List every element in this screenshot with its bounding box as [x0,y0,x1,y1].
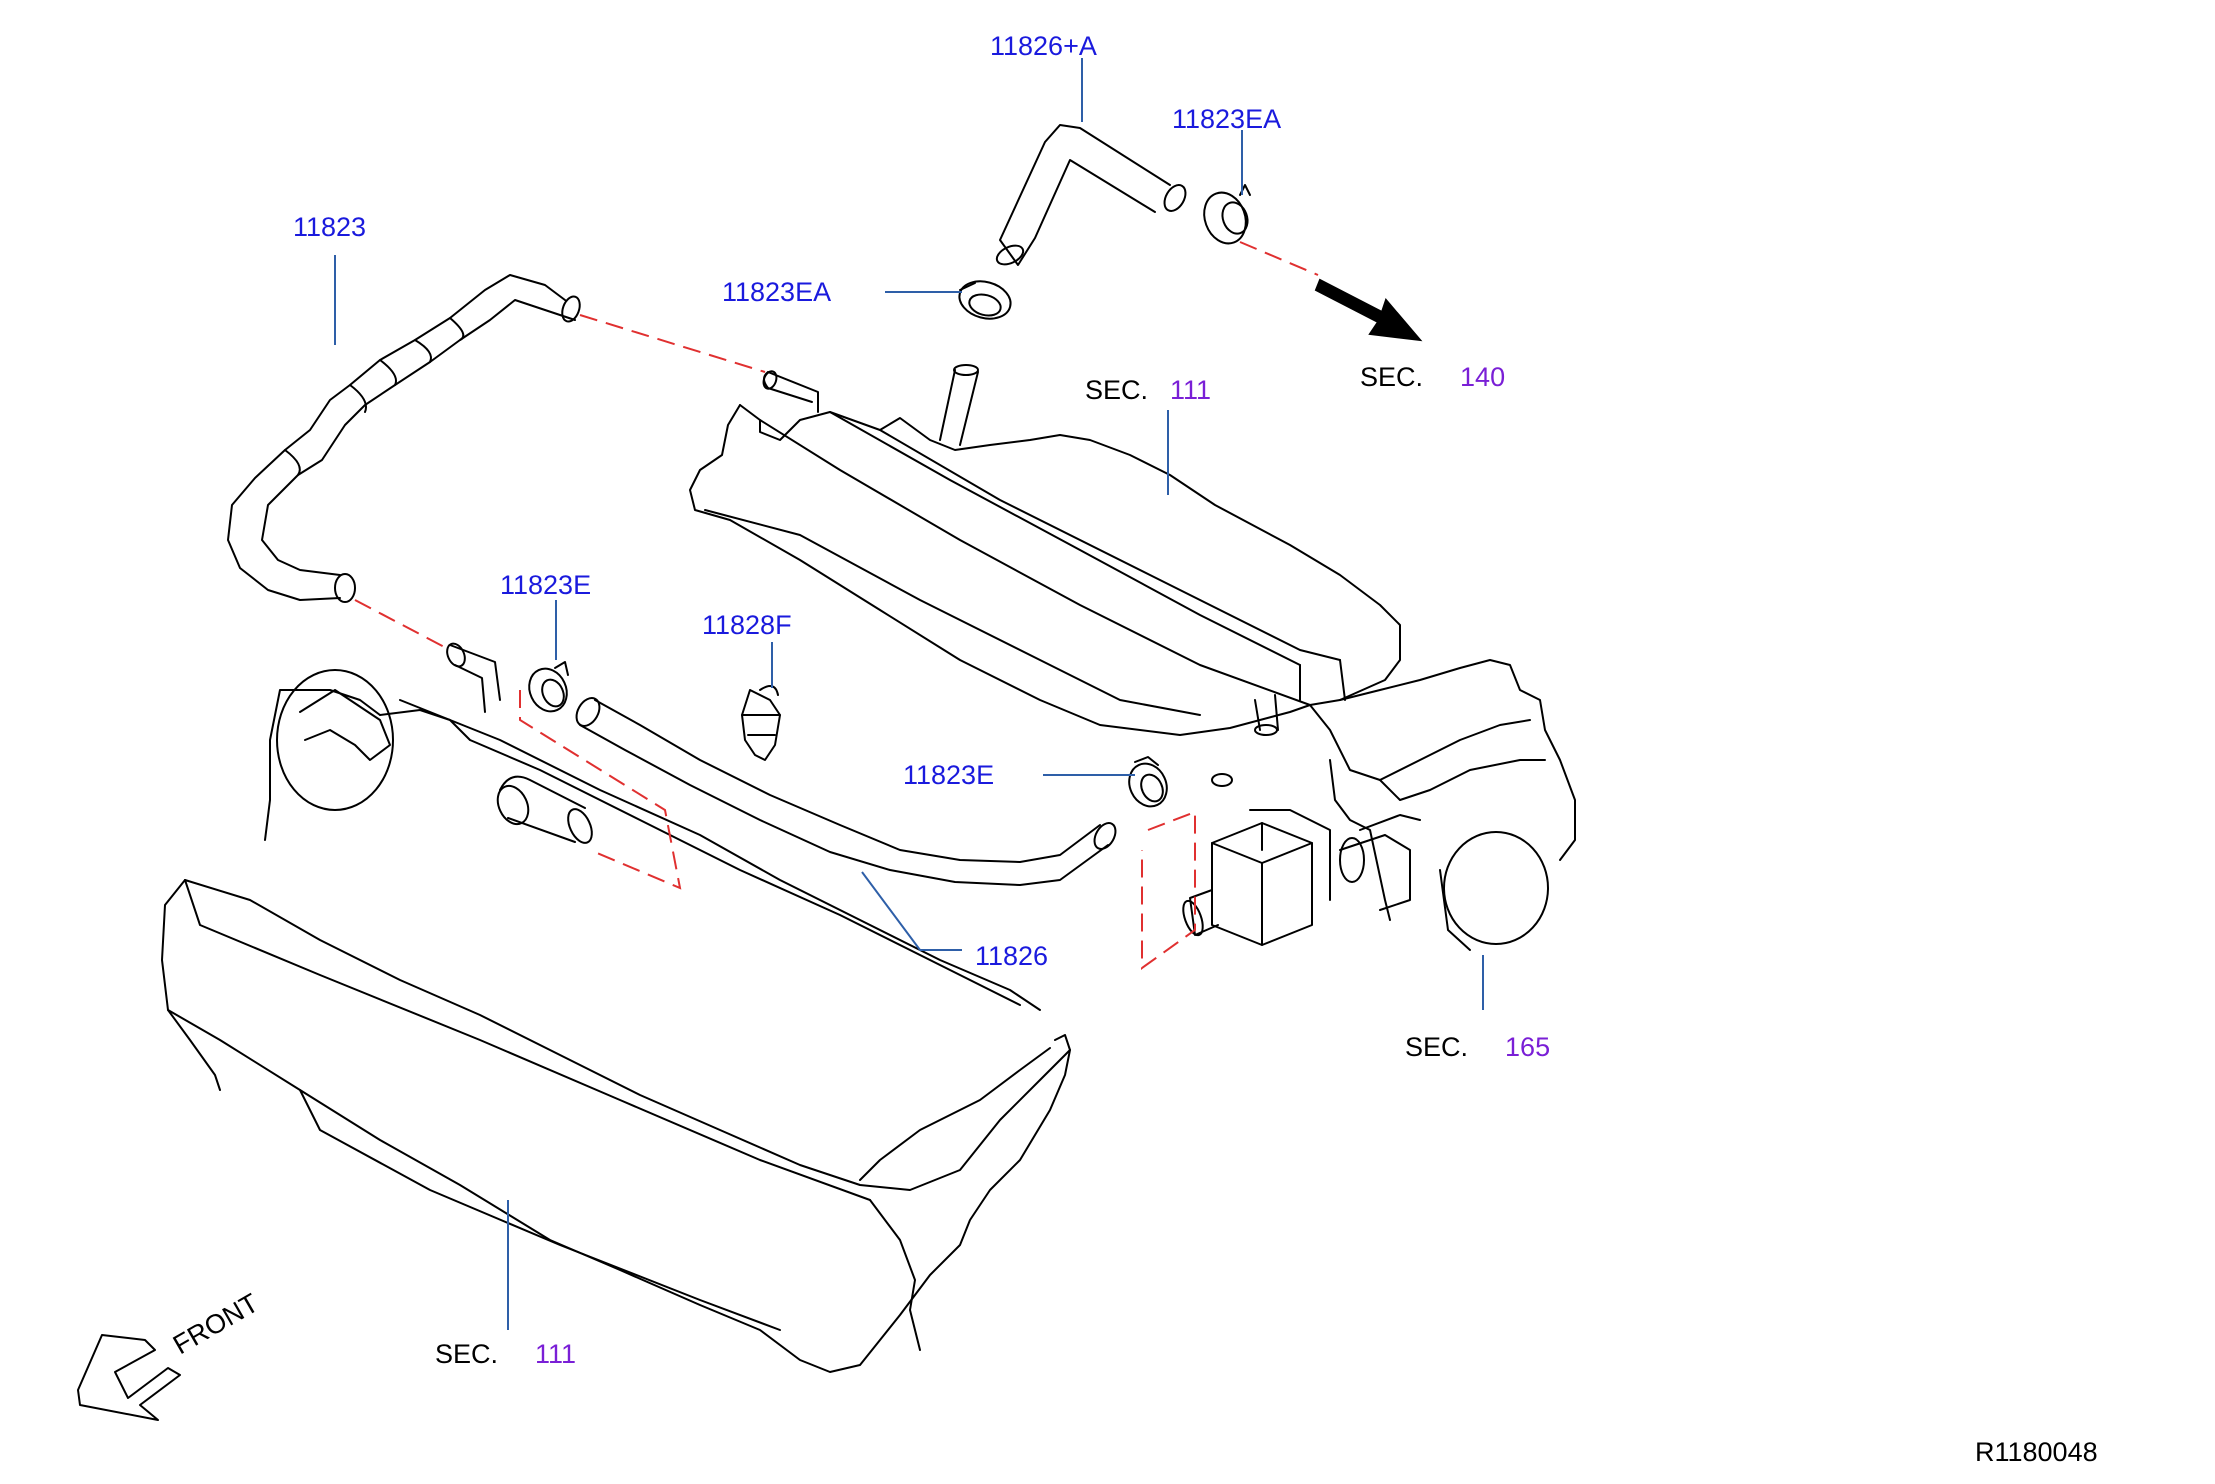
part-label-11823EA-top: 11823EA [1172,104,1281,134]
phantom-lines [354,241,1319,970]
lower-rocker-cover [161,642,1071,1373]
section-ref-165: SEC.165 [1405,1032,1550,1062]
part-label-11823EA-mid: 11823EA [722,277,831,307]
clamp-11823E-left [528,661,569,713]
hose-11826 [575,697,1117,886]
part-label-11823: 11823 [293,212,366,242]
clip-11828F [741,685,781,761]
clamp-11823EA-mid [958,280,1012,320]
solid-arrow-down-right-icon [1314,278,1423,342]
clamp-11823EA-top [1203,184,1251,245]
section-ref-111-bottom: SEC.111 [435,1339,576,1369]
hollow-arrow-down-left-icon [77,1334,181,1421]
throttle-body [1182,659,1576,951]
hose-11826A [995,124,1187,266]
section-ref-140: SEC.140 [1360,362,1505,392]
part-label-11828F: 11828F [702,610,792,640]
figure-id: R1180048 [1975,1437,2098,1467]
section-ref-111-top: SEC.111 [1085,375,1211,405]
hose-11823 [227,274,581,603]
part-label-11823E-left: 11823E [500,570,591,600]
upper-rocker-cover [689,364,1401,787]
front-label: FRONT [168,1288,264,1360]
clamp-11823E-right [1128,756,1168,808]
part-label-11826: 11826 [975,941,1048,971]
part-label-11826A: 11826+A [990,31,1097,61]
part-label-11823E-right: 11823E [903,760,994,790]
leader-lines [334,58,1484,1330]
